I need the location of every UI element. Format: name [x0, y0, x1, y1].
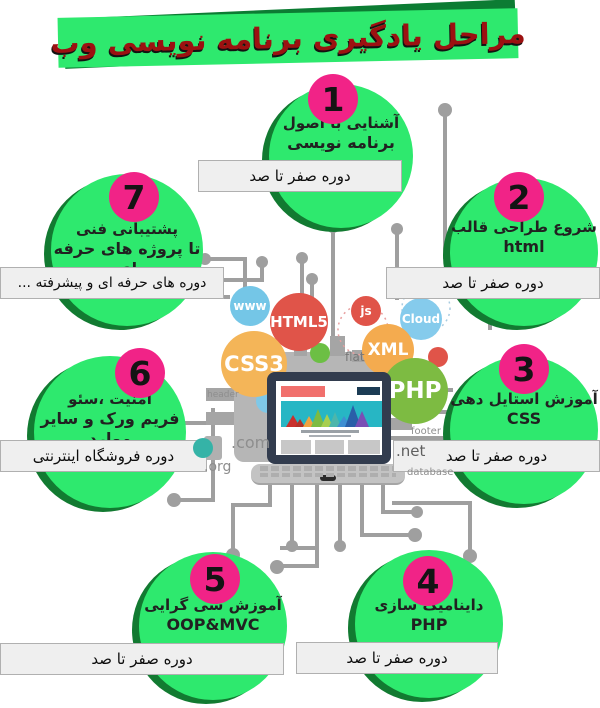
dot-green: [310, 343, 330, 363]
screen-chart-banner: [281, 401, 382, 427]
step-4-course-box: دوره صفر تا صد: [296, 642, 498, 674]
page-title: مراحل یادگیری برنامه نویسی وب: [50, 16, 526, 60]
bubble-css3: CSS3: [221, 331, 287, 397]
tag-flat: flat: [345, 350, 365, 364]
tag-database: database: [407, 467, 454, 478]
tag-header: header: [207, 390, 239, 400]
tag-footer: footer: [411, 426, 441, 437]
tag-dot-com: .com: [231, 433, 271, 452]
tag-dot-org: .org: [204, 459, 232, 475]
tag-dot-net: .net: [396, 442, 426, 460]
step-1-course-box: دوره صفر تا صد: [198, 160, 402, 192]
title-banner: مراحل یادگیری برنامه نویسی وب: [50, 0, 526, 71]
step-1-number-badge: 1: [308, 74, 358, 124]
triangle-chart: [286, 405, 369, 427]
step-3-course-box: دوره صفر تا صد: [393, 440, 600, 472]
screen-text-line: [309, 435, 351, 437]
screen-text-line: [301, 430, 359, 433]
bubble-www: www: [230, 286, 270, 326]
laptop-keyboard: [251, 464, 405, 485]
dot-red: [428, 347, 448, 367]
screen-red-bar: [281, 386, 325, 397]
step-2-number-badge: 2: [494, 172, 544, 222]
screen-card: [315, 440, 344, 454]
step-6-number-badge: 6: [115, 348, 165, 398]
step-7-number-badge: 7: [109, 172, 159, 222]
screen-card: [348, 440, 380, 454]
step-7-course-box: دوره های حرفه ای و پیشرفته ...: [0, 267, 224, 299]
dot-teal: [193, 438, 213, 458]
laptop-screen: [267, 372, 391, 464]
bubble-js: js: [351, 296, 381, 326]
screen-navy-bar: [357, 387, 380, 395]
bubble-php: PHP: [382, 358, 448, 424]
bubble-html5: HTML5: [270, 293, 328, 351]
step-2-course-box: دوره صفر تا صد: [386, 267, 600, 299]
step-4-number-badge: 4: [403, 556, 453, 606]
step-5-course-box: دوره صفر تا صد: [0, 643, 284, 675]
step-3-number-badge: 3: [499, 344, 549, 394]
screen-card: [281, 440, 311, 454]
step-5-number-badge: 5: [190, 554, 240, 604]
step-6-course-box: دوره فروشگاه اینترنتی: [0, 440, 207, 472]
laptop-notch: [320, 475, 336, 481]
